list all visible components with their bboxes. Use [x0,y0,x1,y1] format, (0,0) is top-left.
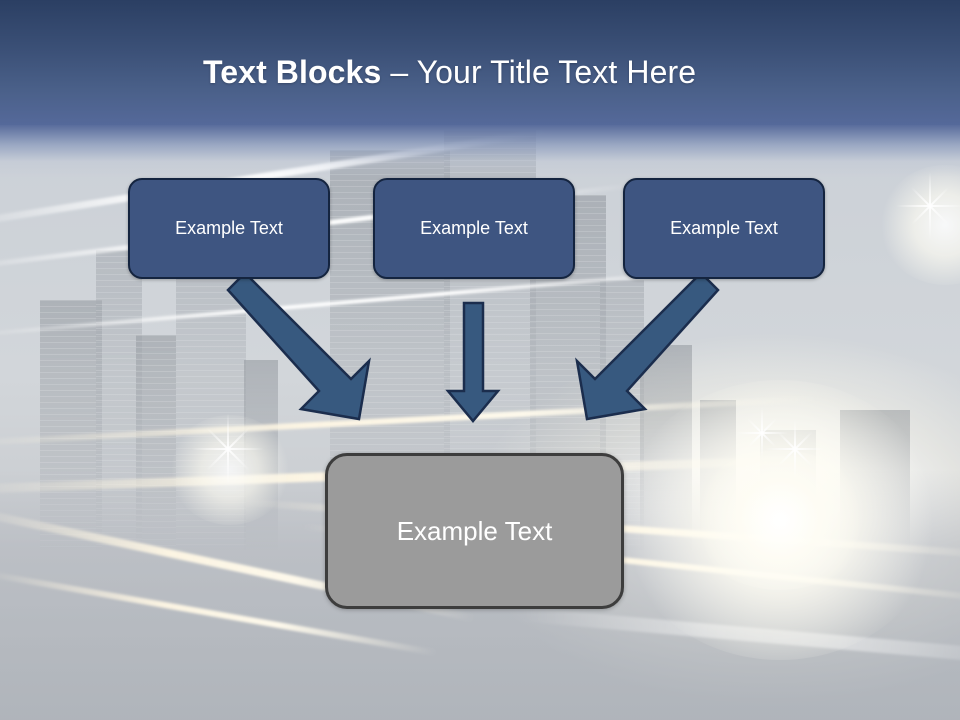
title-banner-fade [0,125,960,177]
street-lamp-glow [170,415,290,525]
page-title-bold: Text Blocks [203,54,391,90]
page-title-normal: – Your Title Text Here [390,54,697,90]
text-block-3-label: Example Text [670,218,778,238]
text-block-2[interactable]: Example Text [373,178,575,279]
title-banner [0,0,960,125]
headlight-core [690,450,870,590]
result-text-block[interactable]: Example Text [325,453,624,609]
text-block-1-label: Example Text [175,218,283,238]
text-block-1[interactable]: Example Text [128,178,330,279]
text-block-3[interactable]: Example Text [623,178,825,279]
text-block-2-label: Example Text [420,218,528,238]
result-text-block-label: Example Text [396,515,553,546]
page-title: Text Blocks – Your Title Text Here [203,52,696,92]
